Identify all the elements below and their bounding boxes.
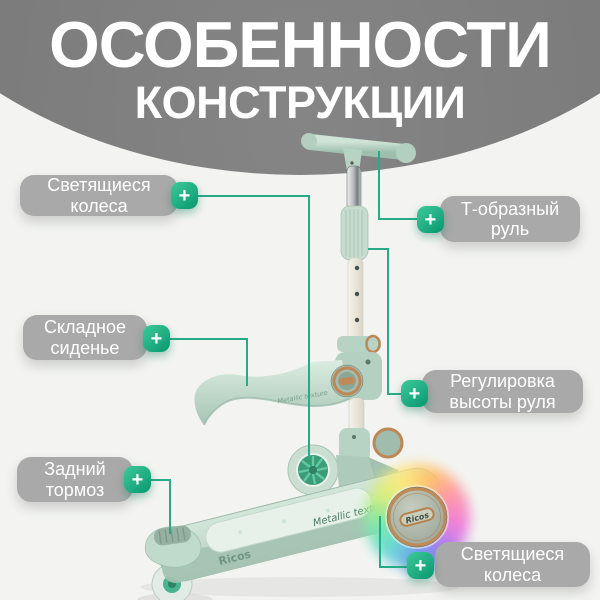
label-line: сиденье bbox=[50, 337, 120, 358]
label-line: руль bbox=[490, 219, 530, 239]
front-left-wheel bbox=[287, 444, 339, 496]
folding-seat: Metallic texture bbox=[194, 360, 350, 426]
callout-line-glowing-wheels-bottom bbox=[379, 516, 407, 568]
callout-line-glowing-wheels-top bbox=[197, 195, 310, 459]
label-handlebar-height: Регулировка высоты руля bbox=[422, 370, 583, 413]
deck-shadow bbox=[140, 577, 460, 597]
deck-joint-copper-ring bbox=[372, 427, 404, 459]
label-line: Складное bbox=[43, 317, 127, 338]
label-line: тормоз bbox=[45, 479, 105, 500]
plus-button-folding-seat[interactable]: + bbox=[143, 325, 170, 352]
callout-line-rear-brake bbox=[150, 479, 171, 534]
housing-screw bbox=[352, 435, 356, 439]
hinge-screw bbox=[365, 359, 371, 365]
post-screw bbox=[350, 161, 354, 165]
glowing-wheel-hub: Ricos bbox=[385, 485, 449, 549]
plus-button-rear-brake[interactable]: + bbox=[124, 466, 151, 493]
rear-brake-fender bbox=[144, 525, 202, 568]
label-glowing-wheels-top: Светящиеся колеса bbox=[20, 175, 178, 216]
plus-button-glowing-wheels-top[interactable]: + bbox=[171, 182, 198, 209]
brake-pad bbox=[153, 525, 191, 546]
label-line: Задний bbox=[44, 459, 106, 480]
foam-grip bbox=[340, 205, 369, 261]
callout-line-t-handlebar bbox=[378, 151, 419, 220]
plus-button-t-handlebar[interactable]: + bbox=[417, 206, 444, 233]
hinge-clamp bbox=[337, 336, 381, 352]
seat-hinge-knob bbox=[330, 364, 364, 398]
wheel-spokes bbox=[298, 456, 328, 485]
page-title-line1: ОСОБЕННОСТИ bbox=[49, 8, 552, 81]
plus-button-handlebar-height[interactable]: + bbox=[401, 380, 428, 407]
label-line: Регулировка bbox=[450, 371, 555, 392]
label-line: Светящиеся bbox=[47, 175, 151, 196]
handlebar-left-cap bbox=[301, 133, 317, 149]
callout-lines bbox=[150, 151, 419, 568]
label-rear-brake: Задний тормоз bbox=[17, 457, 133, 502]
label-line: колеса bbox=[70, 195, 128, 216]
callout-line-height-adjustment bbox=[368, 248, 403, 395]
callout-line-folding-seat bbox=[168, 338, 248, 386]
steering-housing bbox=[339, 428, 370, 462]
header-titles: ОСОБЕННОСТИ КОНСТРУКЦИИ bbox=[0, 0, 600, 125]
label-line: Светящиеся bbox=[460, 544, 565, 565]
handlebar-right-knob bbox=[396, 143, 416, 163]
adjustment-holes bbox=[354, 265, 360, 323]
label-line: Т-образный bbox=[460, 198, 560, 219]
page-title-line2: КОНСТРУКЦИИ bbox=[134, 77, 466, 128]
label-t-handlebar: Т-образный руль bbox=[440, 196, 580, 242]
label-line: высоты руля bbox=[449, 391, 556, 412]
label-glowing-wheels-bottom: Светящиеся колеса bbox=[435, 542, 590, 587]
plus-button-glowing-wheels-bottom[interactable]: + bbox=[407, 552, 434, 579]
hinge-copper-ring bbox=[365, 334, 381, 354]
label-line: колеса bbox=[483, 564, 542, 585]
label-folding-seat: Складное сиденье bbox=[23, 315, 147, 360]
